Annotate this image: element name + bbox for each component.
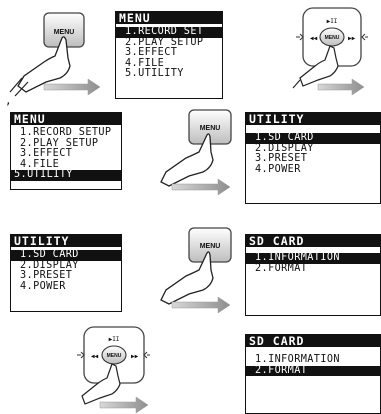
menu-item-information: 1.INFORMATION [255,354,340,365]
menu-item-sd-card: 1.SD CARD [246,132,380,144]
arrow-right-5 [99,396,149,414]
svg-text:▶II: ▶II [327,18,338,25]
menu-item-play-setup: 2.PLAY SETUP [20,137,99,149]
pressing-hand-icon [160,133,214,187]
menu-item-format: 2.FORMAT [255,262,308,274]
nav-pad-1: ▶II ◀◀ ▶▶ MENU [292,7,368,96]
menu-item-record-set: 1.RECORD SET [116,26,222,38]
menu-key-label-1: MENU [54,29,75,36]
menu-item-sd-card: 1.SD CARD [11,249,121,261]
menu-item-play-setup: 2.PLAY SETUP [125,36,204,48]
stray-mark: , [5,94,12,107]
menu-item-utility: 5.UTILITY [125,68,184,80]
menu-item-information: 1.INFORMATION [246,252,380,264]
menu-key-press-2: MENU [160,109,232,196]
lcd-screen-utility-2: UTILITY 1.SD CARD 2.DISPLAY 3.PRESET 4.P… [10,234,122,312]
svg-text:◀◀: ◀◀ [91,353,99,360]
lcd-screen-menu-1: MENU 1.RECORD SET 2.PLAY SETUP 3.EFFECT … [115,11,223,99]
menu-item-file: 4.FILE [125,57,165,69]
menu-item-utility: 5.UTILITY [11,170,121,181]
lcd-screen-menu-2: MENU 1.RECORD SETUP 2.PLAY SETUP 3.EFFEC… [10,112,122,190]
screen-title: UTILITY [11,235,121,247]
menu-item-display: 2.DISPLAY [20,259,79,271]
menu-item-preset: 3.PRESET [255,153,308,165]
arrow-right-3 [171,178,231,196]
pressing-hand-icon [299,45,339,87]
lcd-screen-utility-1: UTILITY 1.SD CARD 2.DISPLAY 3.PRESET 4.P… [245,112,381,204]
menu-key-press-1: MENU [9,12,101,97]
menu-item-power: 4.POWER [20,280,66,292]
lcd-screen-sd-card-1: SD CARD 1.INFORMATION 2.FORMAT [245,234,381,316]
menu-item-power: 4.POWER [255,163,301,175]
svg-text:▶II: ▶II [109,336,120,343]
menu-item-file: 4.FILE [20,158,60,170]
nav-pad-menu-label-2: MENU [107,353,122,359]
menu-item-record-setup: 1.RECORD SETUP [20,127,112,138]
pressing-hand-icon [81,363,121,405]
menu-item-preset: 3.PRESET [20,270,73,282]
lcd-screen-sd-card-2: SD CARD 1.INFORMATION 2.FORMAT [245,334,381,414]
svg-text:▶▶: ▶▶ [131,353,139,360]
screen-title: MENU [11,113,121,125]
menu-item-display: 2.DISPLAY [255,142,314,154]
menu-item-effect: 3.EFFECT [20,148,73,160]
screen-title: MENU [116,12,222,24]
svg-text:▶▶: ▶▶ [348,35,356,42]
nav-pad-menu-label-1: MENU [325,35,340,41]
pressing-hand-icon [17,36,71,93]
svg-text:◀◀: ◀◀ [310,35,318,42]
arrow-right-2 [317,78,365,96]
menu-key-label-3: MENU [200,243,221,250]
menu-item-format: 2.FORMAT [246,365,380,377]
menu-key-label-2: MENU [200,125,221,132]
menu-item-effect: 3.EFFECT [125,47,178,59]
arrow-right-4 [171,296,231,314]
screen-title: SD CARD [246,335,380,347]
screen-title: UTILITY [246,113,380,125]
arrow-right-1 [43,78,101,96]
nav-pad-2: ▶II ◀◀ ▶▶ MENU [77,326,150,414]
pressing-hand-icon [160,251,214,305]
screen-title: SD CARD [246,235,380,247]
menu-key-press-3: MENU [160,227,232,314]
